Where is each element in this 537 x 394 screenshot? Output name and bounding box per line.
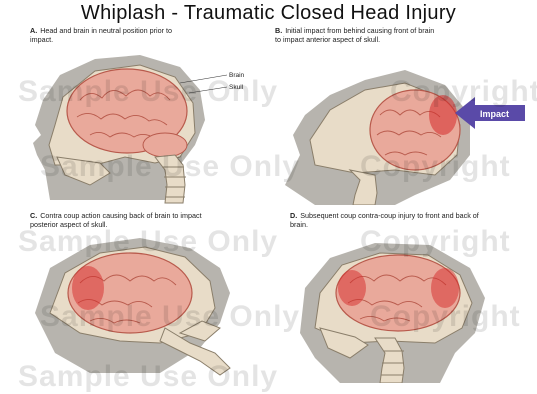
caption-a: A.Head and brain in neutral position pri… [30, 27, 190, 44]
watermark-copyright-4: Copyright [370, 300, 521, 334]
panel-d-bruise-front [338, 270, 366, 306]
page-title: Whiplash - Traumatic Closed Head Injury [0, 2, 537, 25]
watermark-copyright-1: Copyright [390, 75, 537, 109]
caption-a-text: Head and brain in neutral position prior… [30, 26, 172, 44]
watermark-sample-4: Sample Use Only [40, 300, 300, 334]
watermark-copyright-3: Copyright [360, 225, 511, 259]
watermark-copyright-2: Copyright [360, 150, 511, 184]
watermark-sample-1: Sample Use Only [18, 75, 278, 109]
caption-b-text: Initial impact from behind causing front… [275, 26, 434, 44]
watermark-sample-3: Sample Use Only [18, 225, 278, 259]
impact-label: Impact [480, 109, 509, 119]
watermark-sample-2: Sample Use Only [40, 150, 300, 184]
caption-b: B.Initial impact from behind causing fro… [275, 27, 435, 44]
watermark-sample-5: Sample Use Only [18, 360, 278, 394]
